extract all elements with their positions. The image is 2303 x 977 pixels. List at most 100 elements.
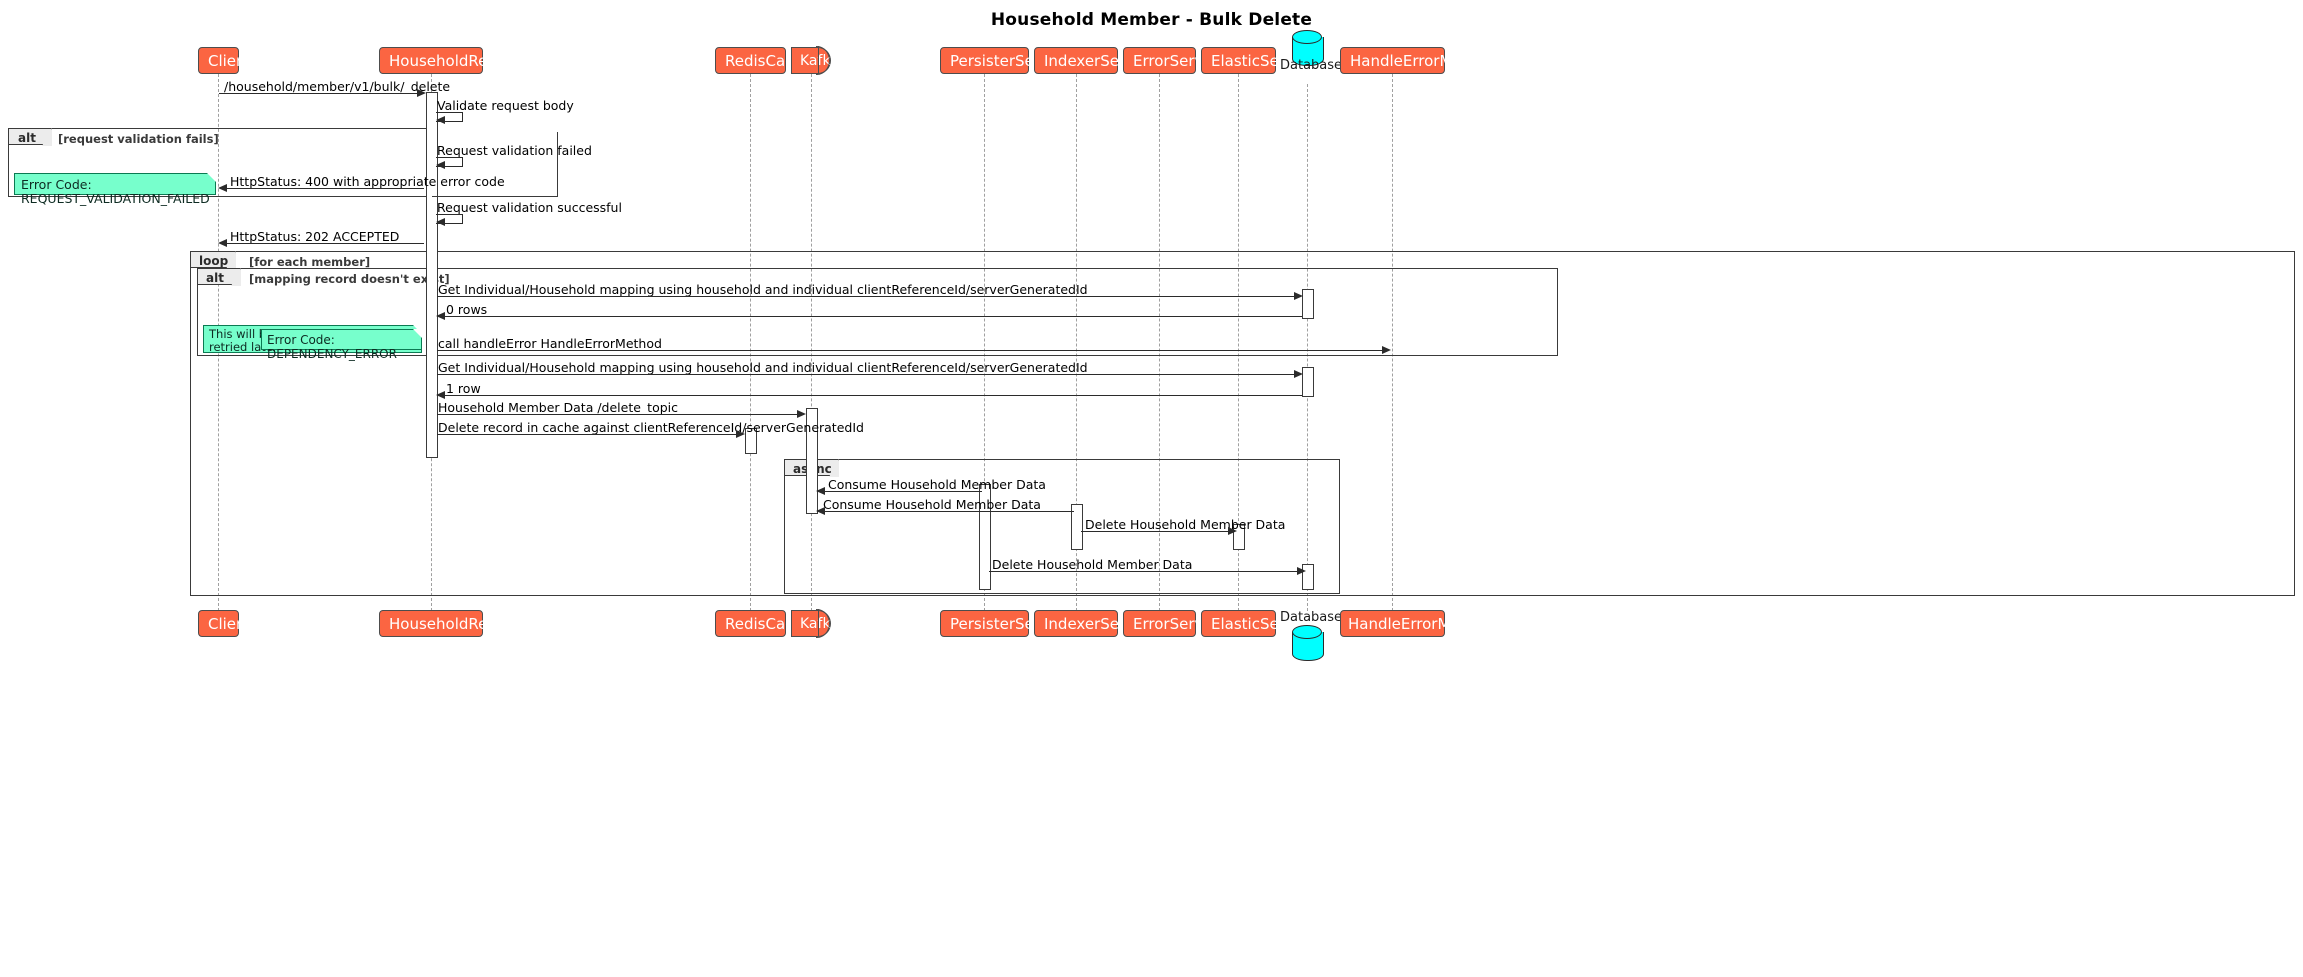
participant-registry-bottom[interactable]: HouseholdRegistry <box>379 610 530 637</box>
participant-indexer-bottom[interactable]: IndexerService <box>1034 610 1156 637</box>
fragment-tab-corner <box>42 128 52 146</box>
message-arrowhead-delete-elasticsearch <box>1228 527 1237 535</box>
activation-kafka-main <box>806 408 818 514</box>
message-arrowhead-validation-failed <box>436 161 445 169</box>
message-label-validation-failed: Request validation failed <box>437 143 592 158</box>
message-self-validation-failed <box>436 157 463 167</box>
lifeline-database <box>1307 84 1308 611</box>
participant-handleerror-bottom[interactable] <box>1340 610 1445 637</box>
note-fold-corner <box>207 173 216 182</box>
message-line-zero-rows <box>440 316 1302 317</box>
fragment-loop-member <box>190 251 2295 596</box>
message-arrowhead-delete-topic <box>797 410 806 418</box>
participant-label: Client <box>208 52 252 70</box>
participant-label: Kafka <box>800 616 839 632</box>
participant-kafka-top[interactable]: Kafka <box>791 46 839 76</box>
message-line-delete-topic <box>437 414 804 415</box>
lifeline-errorservice <box>1159 74 1160 611</box>
participant-label: RedisCache <box>725 52 813 70</box>
participant-persister-top[interactable]: PersisterService <box>940 47 1070 74</box>
participant-persister-bottom[interactable]: PersisterService <box>940 610 1070 637</box>
fragment-tab-corner <box>231 268 241 286</box>
message-label-http-400: HttpStatus: 400 with appropriate error c… <box>230 174 505 189</box>
participant-label: Client <box>208 615 252 633</box>
fragment-tab-corner <box>829 459 839 477</box>
participant-database-bottom[interactable] <box>1292 625 1326 667</box>
message-label-zero-rows: 0 rows <box>446 302 488 317</box>
participant-handleerror-label-bottom: HandleErrorMethod <box>1348 615 1494 633</box>
message-label-get-mapping-1: Get Individual/Household mapping using h… <box>438 282 1088 297</box>
message-line-get-mapping-1 <box>437 296 1299 297</box>
message-line-bulk-delete <box>219 93 422 94</box>
participant-label: ElasticSearch <box>1211 52 1312 70</box>
message-label-delete-elasticsearch: Delete Household Member Data <box>1085 517 1286 532</box>
note-text-line2: retried later <box>209 340 278 354</box>
activation-database-1 <box>1302 289 1314 319</box>
participant-errorservice-bottom[interactable]: ErrorService <box>1123 610 1225 637</box>
message-line-consume-persister <box>825 491 982 492</box>
participant-label: ElasticSearch <box>1211 615 1312 633</box>
message-label-consume-persister: Consume Household Member Data <box>828 477 1046 492</box>
fragment-async <box>784 459 1340 594</box>
participant-client-bottom[interactable]: Client <box>198 610 251 637</box>
message-arrowhead-one-row <box>436 391 445 399</box>
fragment-alt-validation-tab <box>8 128 52 146</box>
message-arrowhead-bulk-delete <box>417 89 426 97</box>
fragment-alt-mapping <box>197 268 1558 356</box>
message-self-validate-body <box>436 112 463 122</box>
message-arrowhead-get-mapping-2 <box>1294 370 1303 378</box>
message-line-delete-elasticsearch <box>1081 531 1233 532</box>
note-text: Error Code: DEPENDENCY_ERROR <box>267 333 397 361</box>
message-label-delete-database: Delete Household Member Data <box>992 557 1193 572</box>
message-arrowhead-get-mapping-1 <box>1294 292 1303 300</box>
fragment-alt-validation-label: alt <box>18 131 36 145</box>
message-arrowhead-http-202 <box>218 239 227 247</box>
lifeline-rediscache <box>750 74 751 611</box>
message-label-validation-successful: Request validation successful <box>437 200 622 215</box>
participant-database-top[interactable] <box>1292 30 1326 72</box>
message-line-call-handle-error <box>437 350 1384 351</box>
message-label-validate-body: Validate request body <box>437 98 574 113</box>
participant-elasticsearch-bottom[interactable]: ElasticSearch <box>1201 610 1311 637</box>
participant-label: RedisCache <box>725 615 813 633</box>
message-self-validation-successful <box>436 214 463 224</box>
note-request-validation-failed: Error Code: REQUEST_VALIDATION_FAILED <box>14 173 216 206</box>
lifeline-indexer <box>1076 74 1077 611</box>
message-line-get-mapping-2 <box>437 374 1299 375</box>
note-text-line1: This will be <box>209 327 274 341</box>
fragment-alt-mapping-condition: [mapping record doesn't exist] <box>249 272 450 286</box>
message-arrowhead-consume-indexer <box>816 507 825 515</box>
message-label-consume-indexer: Consume Household Member Data <box>823 497 1041 512</box>
participant-indexer-top[interactable]: IndexerService <box>1034 47 1156 74</box>
message-label-call-handle-error: call handleError HandleErrorMethod <box>438 336 662 351</box>
database-cylinder-top <box>1292 30 1322 44</box>
activation-indexer <box>1071 504 1083 550</box>
fragment-loop-member-tab <box>190 251 236 269</box>
participant-label: Kafka <box>800 53 839 69</box>
participant-registry-top[interactable]: HouseholdRegistry <box>379 47 530 74</box>
participant-kafka-bottom[interactable]: Kafka <box>791 609 839 639</box>
participant-handleerror-top[interactable]: HandleErrorMethod <box>1340 47 1496 74</box>
activation-registry-main <box>426 92 438 458</box>
message-line-http-400 <box>222 188 424 189</box>
message-label-one-row: 1 row <box>446 381 481 396</box>
lifeline-persister <box>984 74 985 611</box>
fragment-loop-member-condition: [for each member] <box>249 255 371 269</box>
message-label-http-202: HttpStatus: 202 ACCEPTED <box>230 229 400 244</box>
message-arrowhead-validate-body <box>436 116 445 124</box>
participant-rediscache-top[interactable]: RedisCache <box>715 47 812 74</box>
message-arrowhead-http-400 <box>218 184 227 192</box>
participant-errorservice-top[interactable]: ErrorService <box>1123 47 1225 74</box>
message-arrowhead-call-handle-error <box>1382 346 1391 354</box>
participant-client-top[interactable]: Client <box>198 47 251 74</box>
fragment-tab-corner <box>226 251 236 269</box>
message-line-http-202 <box>222 243 424 244</box>
participant-rediscache-bottom[interactable]: RedisCache <box>715 610 812 637</box>
participant-elasticsearch-top[interactable]: ElasticSearch <box>1201 47 1311 74</box>
activation-rediscache <box>745 428 757 454</box>
message-label-delete-topic: Household Member Data /delete_topic <box>438 400 679 415</box>
fragment-alt-validation-condition: [request validation fails] <box>58 132 219 146</box>
participant-label: HouseholdRegistry <box>389 615 530 633</box>
note-text: Error Code: REQUEST_VALIDATION_FAILED <box>21 177 210 206</box>
